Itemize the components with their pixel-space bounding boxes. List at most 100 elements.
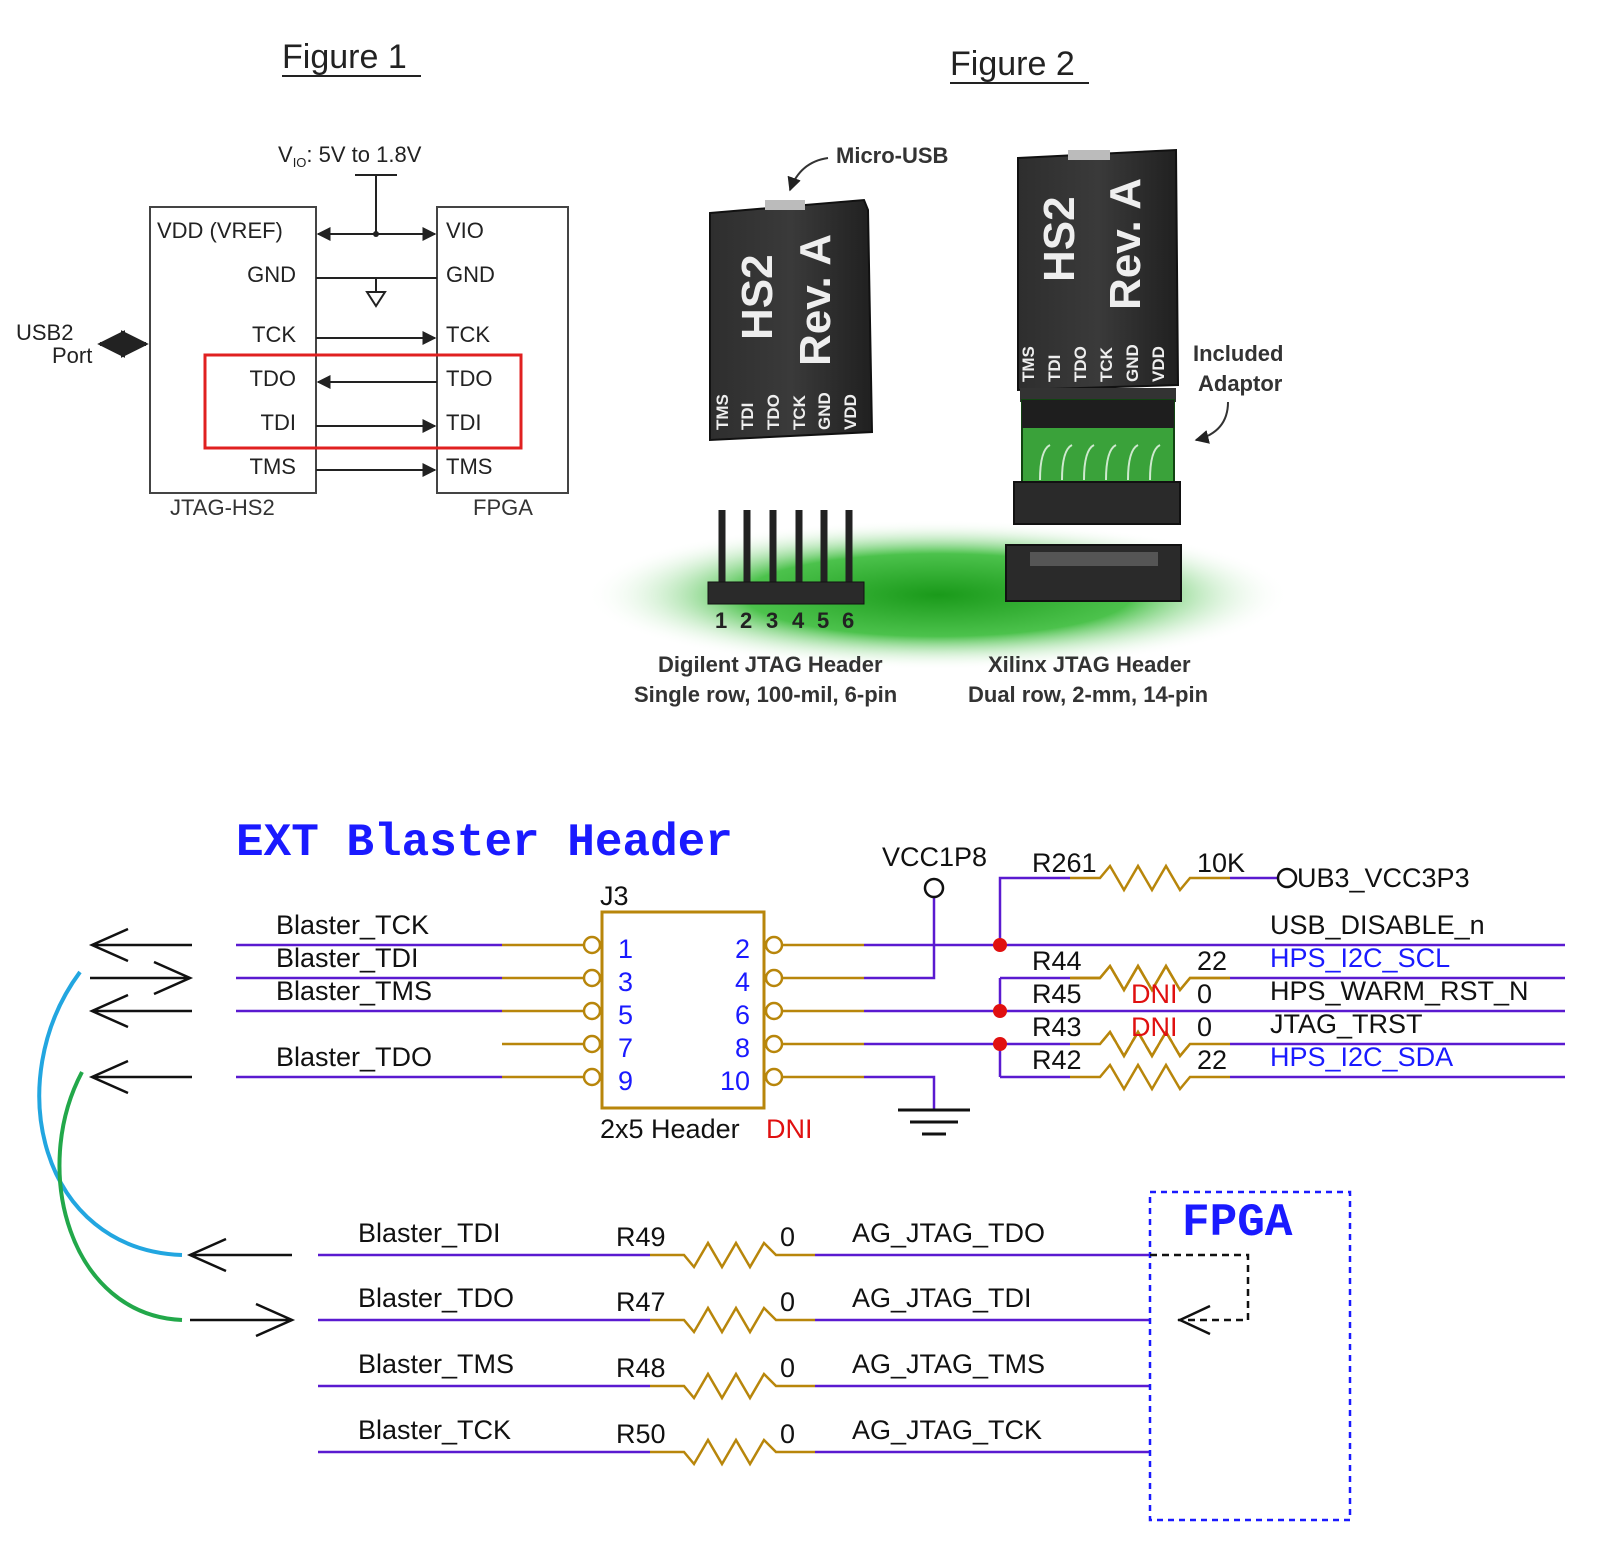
right-net-wires bbox=[864, 876, 1565, 1110]
resistor-r43 bbox=[1070, 1029, 1230, 1059]
jtag-hs2-caption: JTAG-HS2 bbox=[170, 495, 275, 520]
resistor-flag: DNI bbox=[1131, 979, 1178, 1009]
pin-circle bbox=[582, 1067, 602, 1087]
resistor-ref: R43 bbox=[1032, 1012, 1082, 1042]
ground-icon bbox=[898, 1108, 970, 1136]
header-pin-number: 1 bbox=[715, 608, 727, 633]
pullup-ref: R261 bbox=[1032, 848, 1097, 878]
series-ref: R48 bbox=[616, 1353, 666, 1383]
micro-usb-pointer bbox=[787, 157, 829, 192]
arrow-left-icon bbox=[88, 927, 192, 963]
pin-circle bbox=[582, 1001, 602, 1021]
green-mapping-arc bbox=[57, 1071, 183, 1322]
hs2-pin-label: TCK bbox=[252, 322, 296, 347]
right-net-label: HPS_I2C_SCL bbox=[1270, 943, 1450, 973]
rev-a-text: Rev. A bbox=[1101, 178, 1150, 310]
figure-2: Figure 2 Micro-USB HS2 Rev. A TMS TDI TD… bbox=[586, 45, 1290, 707]
resistor-value: 22 bbox=[1197, 946, 1227, 976]
hs2-pin-label: TDO bbox=[250, 366, 296, 391]
fpga-pin-label: TMS bbox=[446, 454, 492, 479]
hs2-text: HS2 bbox=[1035, 196, 1084, 282]
junctions bbox=[993, 938, 1007, 1051]
j3-pin-number: 1 bbox=[618, 934, 633, 964]
adaptor-socket bbox=[1022, 400, 1174, 428]
j3-pin-number: 8 bbox=[735, 1033, 750, 1063]
left-net-label: Blaster_TMS bbox=[276, 976, 432, 1006]
pin-circle bbox=[582, 968, 602, 988]
pin-circle bbox=[764, 1034, 784, 1054]
fpga-pin-label: GND bbox=[446, 262, 495, 287]
net-port-icon bbox=[1276, 867, 1298, 889]
module-pin-label: VDD bbox=[1149, 346, 1168, 382]
figure-1-title: Figure 1 bbox=[282, 38, 407, 76]
figure-1: Figure 1 VIO: 5V to 1.8V JTAG-HS2 FPGA V… bbox=[16, 38, 569, 520]
micro-usb-port-icon bbox=[1068, 150, 1110, 160]
module-pin-label: TCK bbox=[790, 394, 809, 430]
tdo-tdi-highlight bbox=[203, 353, 523, 450]
resistor-r261 bbox=[1070, 863, 1230, 893]
pin-circle bbox=[582, 935, 602, 955]
power-port-icon bbox=[923, 877, 945, 899]
j3-pin-number: 9 bbox=[618, 1066, 633, 1096]
junction-dot bbox=[993, 938, 1007, 952]
resistor-r44 bbox=[1070, 963, 1230, 993]
j3-pin-number: 2 bbox=[735, 934, 750, 964]
digilent-caption-line1: Digilent JTAG Header bbox=[658, 652, 883, 677]
fpga-pin-label: TDI bbox=[446, 410, 481, 435]
j3-pin-number: 7 bbox=[618, 1033, 633, 1063]
arrow-left-icon bbox=[186, 1237, 292, 1273]
j3-pin-number: 4 bbox=[735, 967, 750, 997]
right-net-label: HPS_WARM_RST_N bbox=[1270, 976, 1529, 1006]
fpga-block-caption: FPGA bbox=[473, 495, 533, 520]
header-pin-number: 2 bbox=[740, 608, 752, 633]
series-out-net: AG_JTAG_TDO bbox=[852, 1218, 1045, 1248]
connector-footprint: 2x5 Header bbox=[600, 1114, 740, 1144]
hs2-pin-label: TDI bbox=[261, 410, 296, 435]
fpga-pin-label: TCK bbox=[446, 322, 490, 347]
series-in-net: Blaster_TDO bbox=[358, 1283, 514, 1313]
hs2-module-left: HS2 Rev. A TMS TDI TDO TCK GND VDD bbox=[709, 198, 874, 442]
module-pin-label: TDI bbox=[738, 403, 757, 430]
direction-arrows bbox=[88, 927, 194, 1095]
resistor-r49 bbox=[650, 1240, 815, 1270]
j3-right-pins bbox=[764, 935, 784, 1087]
hs2-module-body bbox=[709, 198, 874, 442]
header-pin-number: 6 bbox=[842, 608, 854, 633]
hs2-pin-label: TMS bbox=[250, 454, 296, 479]
cyan-mapping-arc bbox=[37, 970, 183, 1257]
ground-icon bbox=[365, 291, 387, 308]
junction-dot bbox=[993, 1037, 1007, 1051]
series-in-net: Blaster_TMS bbox=[358, 1349, 514, 1379]
fpga-dashed-box bbox=[1148, 1190, 1352, 1522]
header-pin-number: 4 bbox=[792, 608, 805, 633]
adaptor-pins bbox=[1020, 388, 1176, 402]
vio-label: VIO: 5V to 1.8V bbox=[278, 142, 422, 170]
resistor-flag: DNI bbox=[1131, 1012, 1178, 1042]
j3-pin-number: 5 bbox=[618, 1000, 633, 1030]
figure-2-title: Figure 2 bbox=[950, 45, 1075, 83]
left-net-label: Blaster_TDO bbox=[276, 1042, 432, 1072]
pullup-net-label: UB3_VCC3P3 bbox=[1297, 863, 1470, 893]
right-net-label: HPS_I2C_SDA bbox=[1270, 1042, 1453, 1072]
module-pin-label: TDI bbox=[1045, 355, 1064, 382]
left-net-label: Blaster_TDI bbox=[276, 943, 419, 973]
pin-circle bbox=[764, 1067, 784, 1087]
micro-usb-label: Micro-USB bbox=[836, 143, 948, 168]
schematic-title: EXT Blaster Header bbox=[236, 817, 733, 869]
series-ref: R47 bbox=[616, 1287, 666, 1317]
series-ref: R50 bbox=[616, 1419, 666, 1449]
resistor-r48 bbox=[650, 1371, 815, 1401]
j3-pin-number: 3 bbox=[618, 967, 633, 997]
series-out-net: AG_JTAG_TCK bbox=[852, 1415, 1042, 1445]
connector-ref: J3 bbox=[600, 881, 629, 911]
header-pin-number: 5 bbox=[817, 608, 829, 633]
usb2-label: USB2 bbox=[16, 320, 73, 345]
resistor-value: 0 bbox=[1197, 979, 1212, 1009]
fpga-pin-label: TDO bbox=[446, 366, 492, 391]
arrow-right-icon bbox=[90, 960, 194, 996]
micro-usb-port-icon bbox=[765, 200, 805, 210]
power-net-label: VCC1P8 bbox=[882, 842, 987, 872]
adaptor-label-line2: Adaptor bbox=[1198, 371, 1283, 396]
series-net-wires bbox=[318, 1253, 1150, 1454]
resistor-ref: R44 bbox=[1032, 946, 1082, 976]
